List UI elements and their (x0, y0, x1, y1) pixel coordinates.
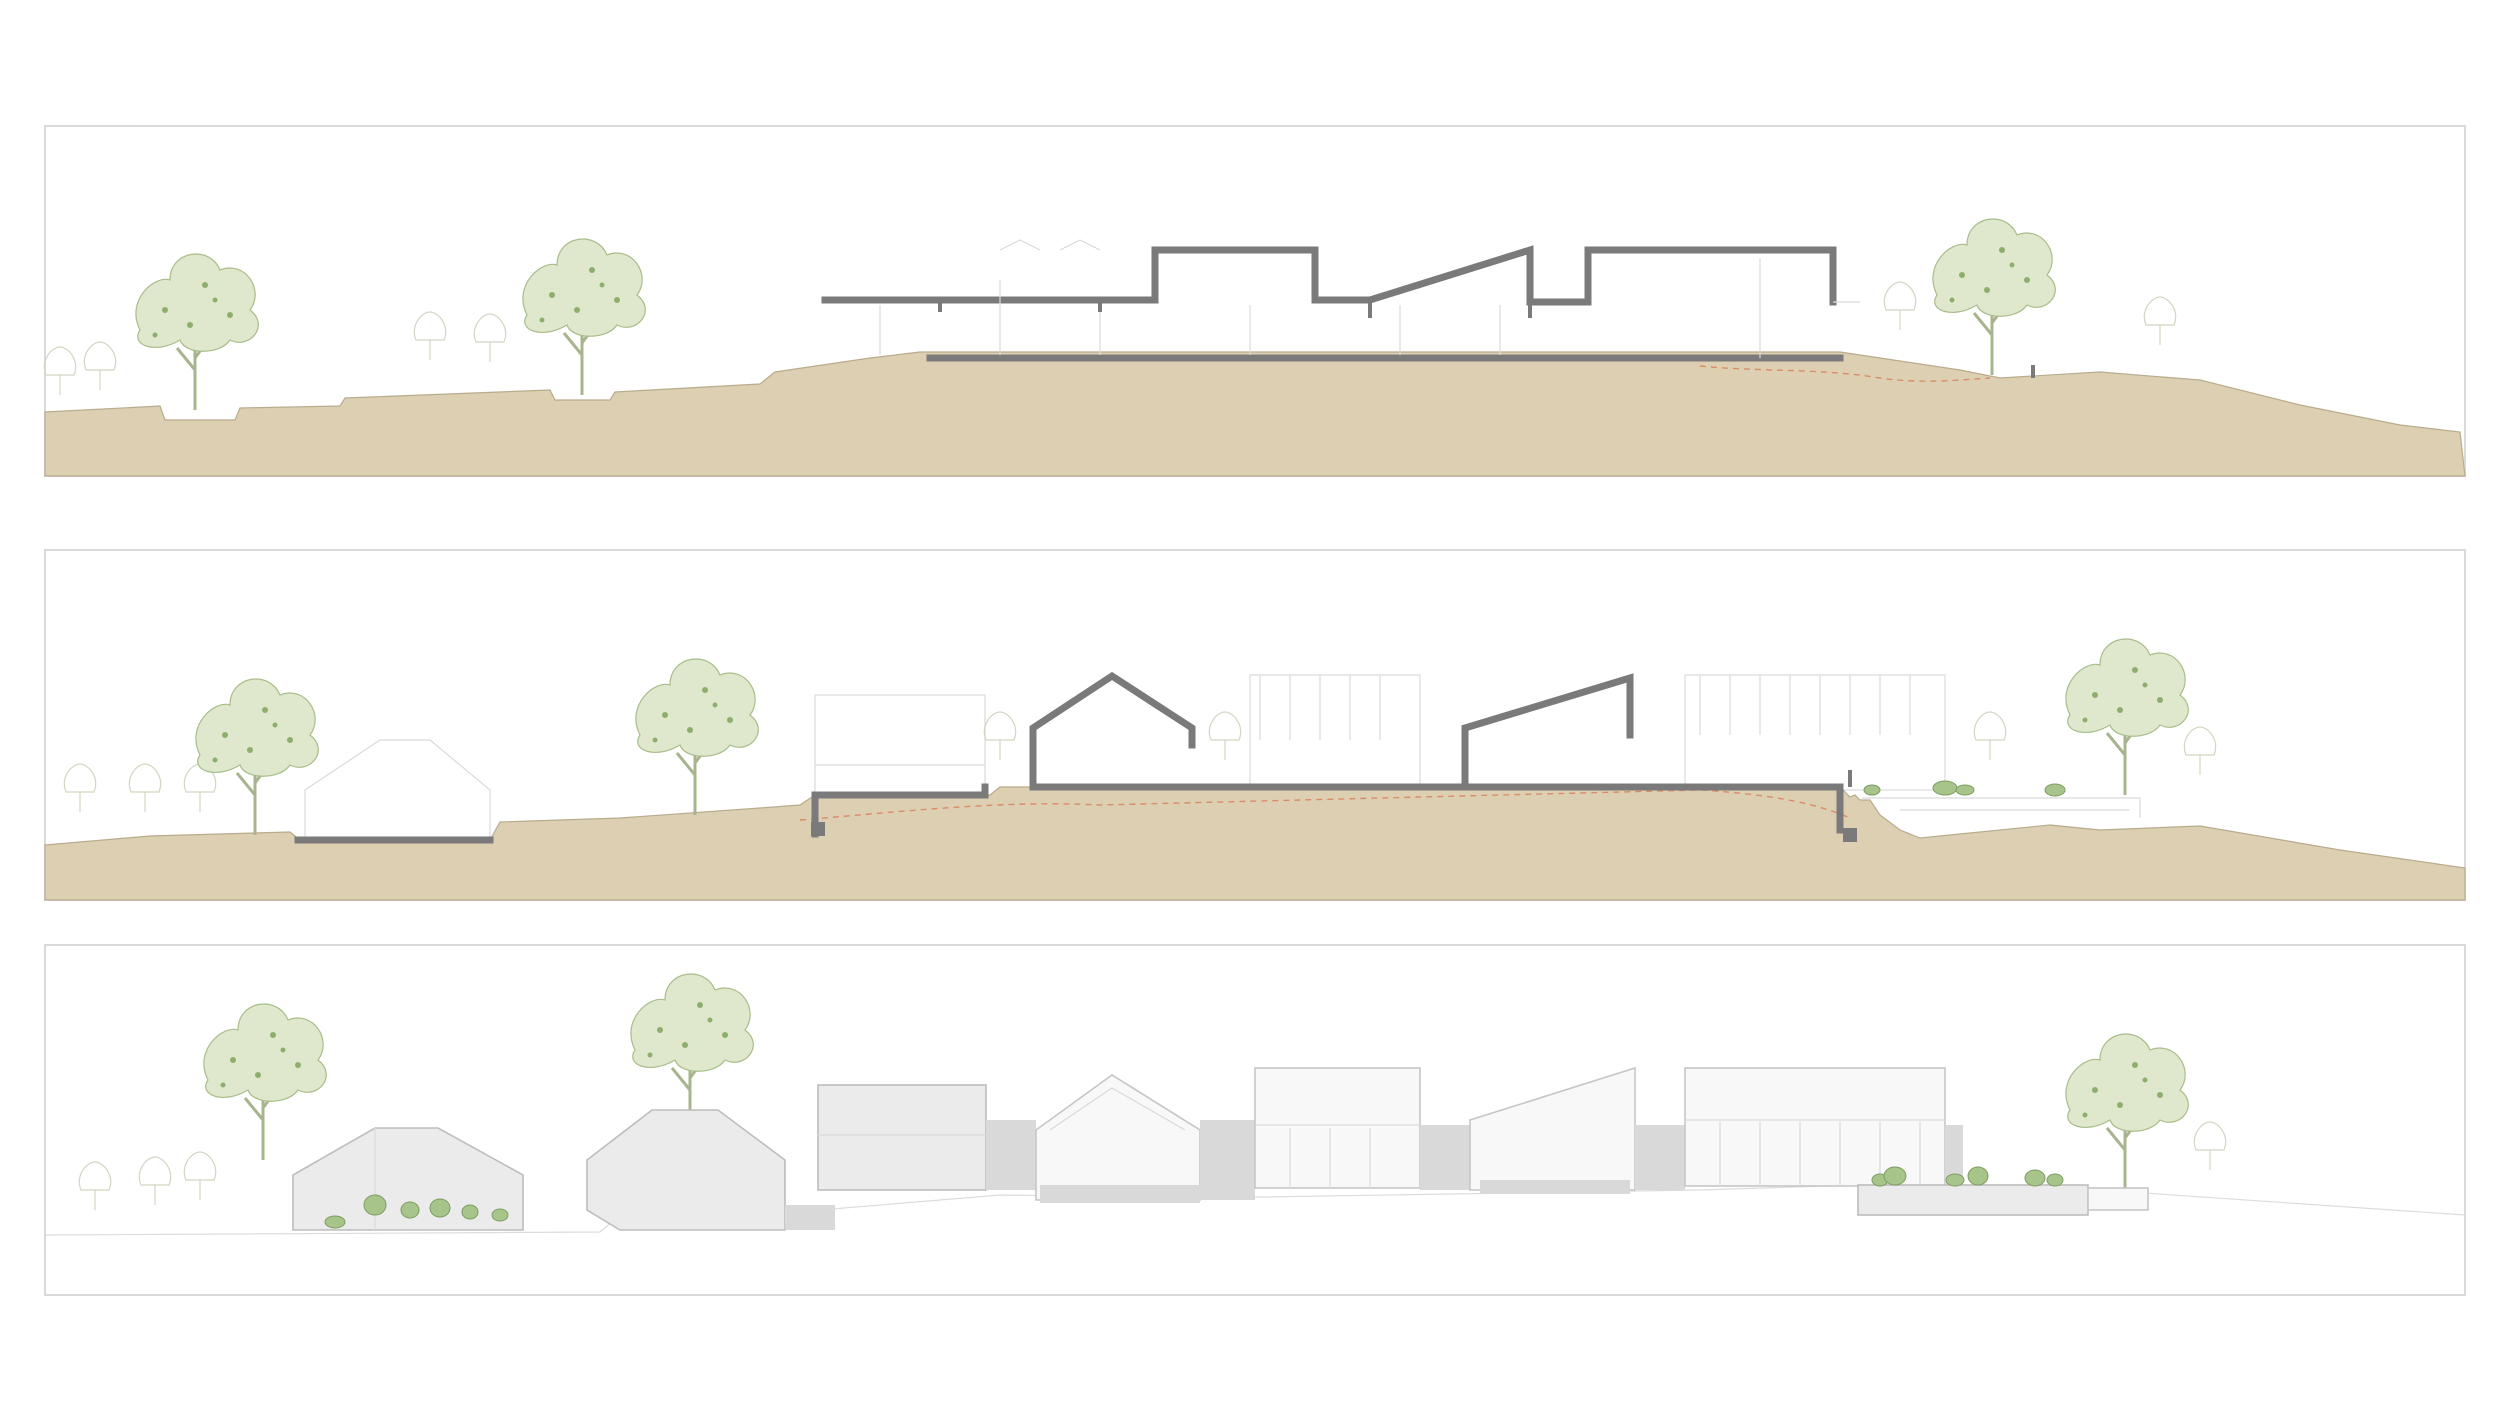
ground-section (44, 351, 2466, 477)
building-section-cut (294, 671, 1857, 844)
section-panel-2 (44, 549, 2466, 901)
ground-section (44, 786, 2466, 901)
section-panel-1 (43, 125, 2466, 477)
shrubs (1863, 780, 2066, 797)
houses-elevation (292, 1066, 2149, 1231)
shrubs (324, 1166, 2064, 1229)
elevation-panel-3 (44, 944, 2466, 1296)
building-section-cut (821, 239, 2035, 378)
